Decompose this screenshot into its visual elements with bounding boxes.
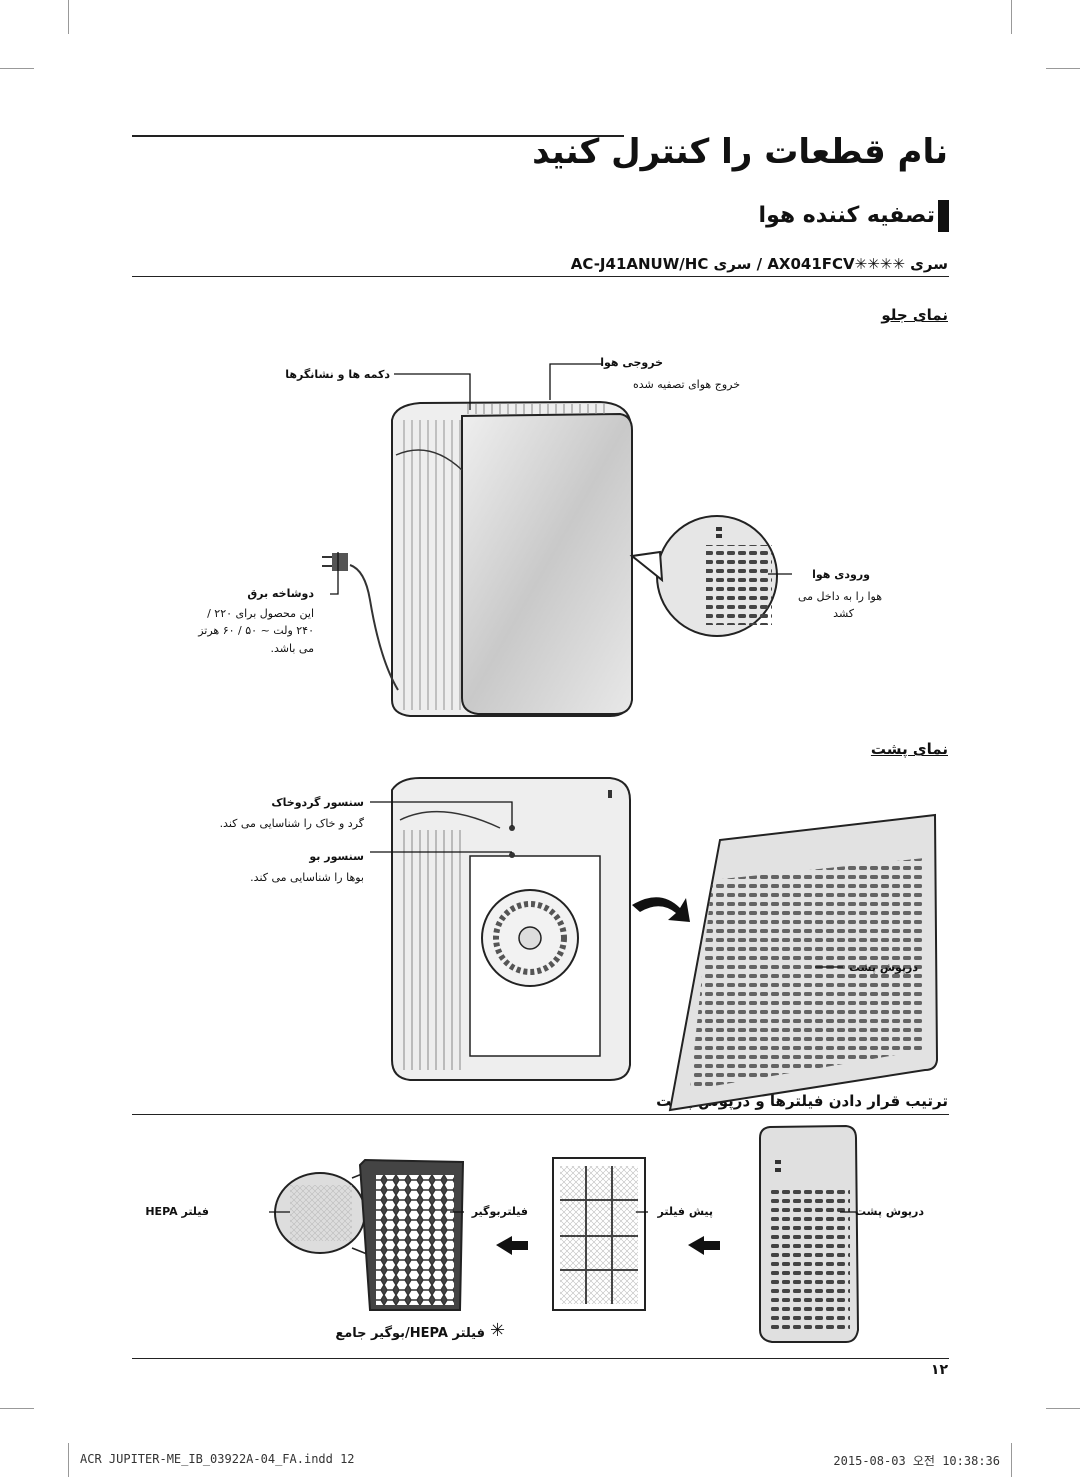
crop-mark [1046, 1408, 1080, 1409]
filter-order-image [274, 1124, 860, 1343]
page-subtitle: تصفیه کننده هوا [758, 203, 935, 228]
buttons-label: دکمه ها و نشانگرها [285, 368, 390, 381]
crop-mark [68, 1443, 69, 1477]
air-inlet-desc-1: هوا را به داخل می [798, 590, 882, 603]
filter-note: فیلتر HEPA/بوگیر جامع [335, 1326, 485, 1341]
page-number: ۱۲ [930, 1362, 948, 1378]
air-outlet-label: خروجی هوا [600, 356, 663, 369]
odor-sensor-label: سنسور بو [309, 850, 364, 863]
air-inlet-desc-2: کشد [833, 607, 854, 620]
power-cord-desc-2: ۲۴۰ ولت ~ ۵۰ / ۶۰ هرتز [198, 624, 314, 637]
power-cord-desc-3: می باشد. [270, 642, 314, 655]
power-cord-label: دوشاخه برق [247, 587, 314, 600]
model-rule [132, 276, 949, 277]
back-purifier-image [391, 777, 939, 1112]
asterisk-icon: ✳ [490, 1320, 506, 1341]
crop-mark [1046, 68, 1080, 69]
title-rule [132, 135, 624, 137]
leader-lines [269, 363, 856, 1213]
crop-mark [68, 0, 69, 34]
front-view-heading: نمای جلو [881, 306, 948, 324]
crop-mark [0, 1408, 34, 1409]
bottom-rule [132, 1358, 949, 1359]
back-cover-label: درپوش پشت [849, 961, 918, 974]
filter-rule [132, 1114, 949, 1115]
footer-timestamp: 2015-08-03 오전 10:38:36 [833, 1454, 1000, 1468]
crop-mark [0, 68, 34, 69]
hepa-filter-label: فیلتر HEPA [145, 1205, 209, 1218]
power-cord-desc-1: این محصول برای ۲۲۰ / [207, 607, 314, 620]
back-view-heading: نمای پشت [870, 740, 948, 758]
air-outlet-desc: خروج هوای تصفیه شده [632, 378, 740, 391]
crop-mark [1011, 1443, 1012, 1477]
front-purifier-image [322, 400, 778, 717]
footer-file-name: ACR JUPITER-ME_IB_03922A-04_FA.indd 12 [80, 1452, 355, 1466]
dust-sensor-label: سنسور گردوخاک [271, 796, 364, 809]
air-inlet-label: ورودی هوا [812, 568, 870, 581]
odor-sensor-desc: بوها را شناسایی می کند. [250, 871, 364, 884]
page-title: نام قطعات را کنترل کنید [532, 132, 948, 172]
model-line: سری ✳✳✳✳AX041FCV / سری AC-J41ANUW/HC [570, 255, 948, 273]
dust-sensor-desc: گرد و خاک را شناسایی می کند. [219, 817, 364, 830]
subtitle-bar [938, 200, 949, 232]
crop-mark [1011, 0, 1012, 34]
pre-filter-label: پیش فیلتر [657, 1205, 713, 1218]
filter-back-cover-label: درپوش پشت [855, 1205, 924, 1218]
deodorizing-filter-label: فیلتربوگیر [471, 1205, 528, 1218]
